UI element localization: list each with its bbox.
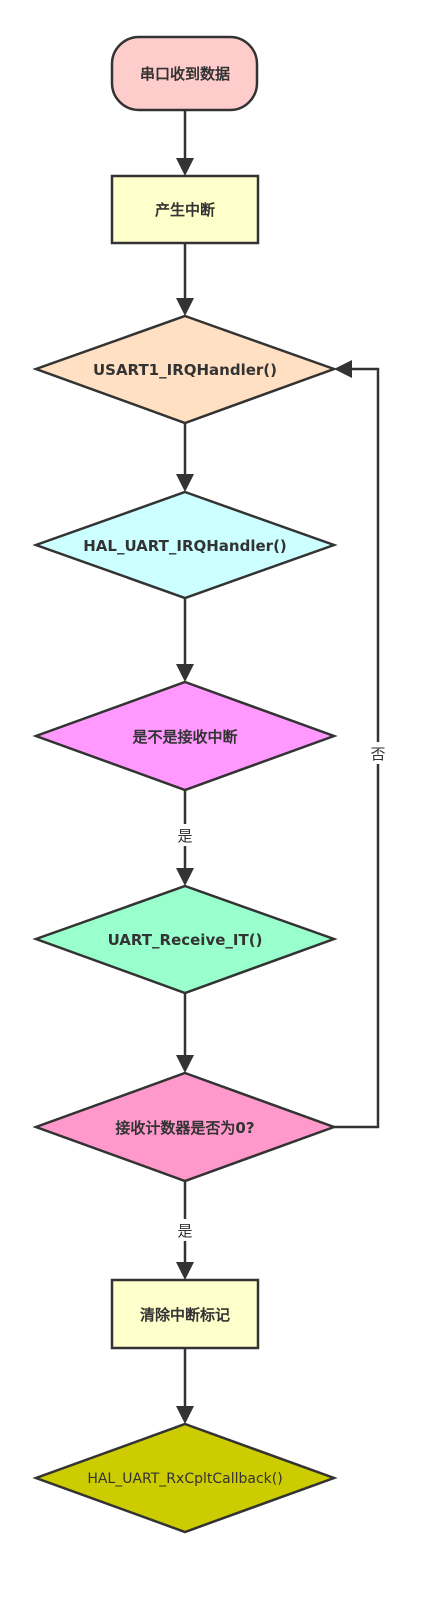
edge-label-yes-2: 是 — [177, 1222, 192, 1240]
arrowhead — [176, 474, 194, 492]
node-is-rx: 是不是接收中断 — [32, 680, 338, 792]
node-callback: HAL_UART_RxCpltCallback() — [32, 1422, 338, 1534]
node-label-start: 串口收到数据 — [140, 65, 230, 83]
arrowhead — [176, 158, 194, 176]
node-count-zero: 接收计数器是否为0? — [32, 1071, 338, 1183]
arrowhead — [176, 868, 194, 886]
node-start: 串口收到数据 — [110, 35, 259, 112]
arrowhead — [334, 360, 352, 378]
node-hal-handler: HAL_UART_IRQHandler() — [32, 490, 338, 600]
arrowhead — [176, 1055, 194, 1073]
node-label-is-rx: 是不是接收中断 — [131, 728, 237, 746]
arrowhead — [176, 664, 194, 682]
nodes: 串口收到数据 产生中断 USART1_IRQHandler() HAL_UART… — [32, 35, 338, 1534]
arrowhead — [176, 1406, 194, 1424]
node-label-hal-handler: HAL_UART_IRQHandler() — [83, 537, 287, 555]
node-label-clear-flag: 清除中断标记 — [140, 1306, 230, 1324]
edge-label-yes-1: 是 — [177, 827, 192, 845]
arrowhead — [176, 298, 194, 316]
node-interrupt: 产生中断 — [110, 174, 260, 245]
edge-labels: 是 是 否 — [174, 742, 389, 1241]
node-usart-handler: USART1_IRQHandler() — [32, 314, 338, 425]
node-label-count-zero: 接收计数器是否为0? — [115, 1119, 254, 1137]
edge-label-no: 否 — [370, 745, 385, 763]
node-receive-it: UART_Receive_IT() — [32, 884, 338, 995]
node-label-callback: HAL_UART_RxCpltCallback() — [87, 1471, 282, 1487]
node-label-usart-handler: USART1_IRQHandler() — [93, 361, 277, 379]
node-clear-flag: 清除中断标记 — [110, 1278, 260, 1350]
node-label-receive-it: UART_Receive_IT() — [108, 931, 263, 949]
node-label-interrupt: 产生中断 — [155, 201, 215, 219]
arrowhead — [176, 1262, 194, 1280]
